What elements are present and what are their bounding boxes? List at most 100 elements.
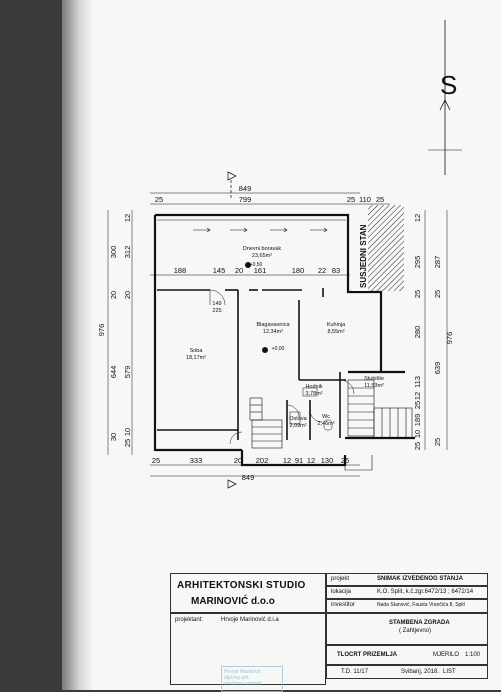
dim-small-0: 149 [212,301,221,307]
room-area-storage: 2,09m² [289,423,306,429]
title-row-location: lokacija K.O. Split, k.č.zgr.6472/13 ; 6… [326,586,488,599]
dim-top-2: 25 [347,195,355,204]
room-name-kitchen: Kuhinja [327,322,346,328]
dim-top-1: 799 [239,195,252,204]
room-name-storage: Ostava [289,416,307,422]
dim-bottom-3: 202 [256,456,269,465]
neighbor-label: SUSJEDNI STAN [359,224,368,288]
title-block: ARHITEKTONSKI STUDIO MARINOVIĆ d.o.o pro… [170,573,488,692]
stamp-image: Hrvoje Marinović dipl.ing.arh. ovlašteni… [221,666,283,692]
dim-left-9: 30 [109,433,118,441]
dim-right-3: 25 [413,290,422,298]
dim-small-1: 225 [212,308,221,314]
drawing-row: TLOCRT PRIZEMLJA MJERILO 1:100 [326,645,488,665]
dim-bottom-7: 130 [321,456,334,465]
dim-left-3: 20 [109,291,118,299]
room-area-wc: 2,46m² [317,421,334,427]
room-name-living: Dnevni boravak [243,246,281,252]
north-label: S [440,70,458,100]
dim-right-10: 189 [413,414,422,427]
dim-right-8: 113 [413,376,422,388]
dim-inner-0: 188 [174,266,187,275]
dim-left-total: 976 [97,324,106,337]
building-name: STAMBENA ZGRADA [389,620,450,626]
dim-bottom-2: 20 [234,456,242,465]
location-label: lokacija [331,589,352,595]
building-sub: ( Zahtjevno) [399,628,432,634]
room-area-stairs: 11,53m² [364,383,384,389]
level-main: +0,00 [272,346,285,352]
firm-line2: MARINOVIĆ d.o.o [191,596,275,607]
project-label: projekt [331,576,350,582]
left-dimension-labels: 976 12 312 300 20 20 644 579 10 25 30 [97,214,132,447]
firm-box: ARHITEKTONSKI STUDIO MARINOVIĆ d.o.o [170,573,326,613]
designer-box: projektant: Hrvoje Marinović d.i.a Hrvoj… [170,613,326,692]
neighbor-label-band [352,205,368,291]
room-area-dining: 12,34m² [263,329,283,335]
scale-label: MJERILO [433,652,460,658]
dim-left-2: 300 [109,246,118,259]
right-dimension-labels: 12 295 287 25 25 280 639 12 113 25 189 1… [413,214,454,450]
north-arrow-icon [428,20,462,175]
td-row: T.D. 11/17 Svibanj, 2018. LIST [326,665,488,679]
designer-name: Hrvoje Marinović d.i.a [221,617,279,623]
door-swings [209,289,355,445]
dim-right-4: 25 [433,290,442,298]
location-value: K.O. Split, k.č.zgr.6472/13 ; 6472/14 [377,589,474,595]
room-area-living: 23,65m² [252,253,272,259]
interior-walls [157,288,346,440]
firm-line1: ARHITEKTONSKI STUDIO [177,580,306,591]
dim-left-7: 10 [123,428,132,436]
dimension-lines [107,192,448,477]
title-row-project: projekt SNIMAK IZVEDENOG STANJA [326,573,488,586]
binding-shadow [62,0,92,690]
dim-top-3: 110 [359,195,371,204]
dim-right-13: 25 [433,438,442,446]
dim-bottom-8: 25 [341,456,349,465]
level-symbol-icon [245,262,268,353]
title-row-investor: investitor Nada Stanović, Fausta Vrančić… [326,599,488,613]
paper-sheet [62,0,501,690]
dim-left-4: 20 [123,291,132,299]
dim-right-12: 25 [413,442,422,450]
dim-top-4: 25 [376,195,384,204]
designer-label: projektant: [175,617,204,623]
dim-right-0: 12 [413,214,422,222]
room-area-hall: 3,78m² [305,391,322,397]
room-name-bedroom: Soba [190,348,204,354]
room-area-bedroom: 18,17m² [186,355,206,361]
dim-right-1: 295 [413,256,422,269]
investor-value: Nada Stanović, Fausta Vrančića 8, Split [377,602,465,608]
room-name-stairs: Stubište [364,376,384,382]
dim-right-7: 12 [413,392,422,400]
investor-label: investitor [331,602,356,608]
td-number: T.D. 11/17 [341,669,368,675]
room-area-kitchen: 8,55m² [327,329,344,335]
section-marker-icon [227,171,237,489]
dim-top-total: 849 [239,184,252,193]
dim-inner-1: 145 [213,266,226,275]
dim-right-2: 287 [433,256,442,269]
stamp-line-1: dipl.ing.arh. [224,675,250,681]
window-arrows [193,227,328,233]
dim-left-0: 12 [123,214,132,222]
dim-inner-2: 20 [235,266,243,275]
dim-bottom-6: 12 [307,456,315,465]
scale-value: 1:100 [465,652,481,658]
project-value: SNIMAK IZVEDENOG STANJA [377,576,463,582]
dim-right-6: 639 [433,362,442,375]
dim-inner-6: 83 [332,266,340,275]
dim-top-0: 25 [155,195,163,204]
dim-right-5: 280 [413,326,422,339]
dim-bottom-1: 333 [190,456,203,465]
dim-right-11: 10 [413,430,422,438]
sheet-label: LIST [443,669,456,675]
building-box: STAMBENA ZGRADA ( Zahtjevno) [326,613,488,645]
dim-left-1: 312 [123,246,132,259]
dim-bottom-0: 25 [152,456,160,465]
date: Svibanj, 2018. [401,669,440,675]
dim-left-6: 579 [123,366,132,379]
dim-bottom-4: 12 [283,456,291,465]
